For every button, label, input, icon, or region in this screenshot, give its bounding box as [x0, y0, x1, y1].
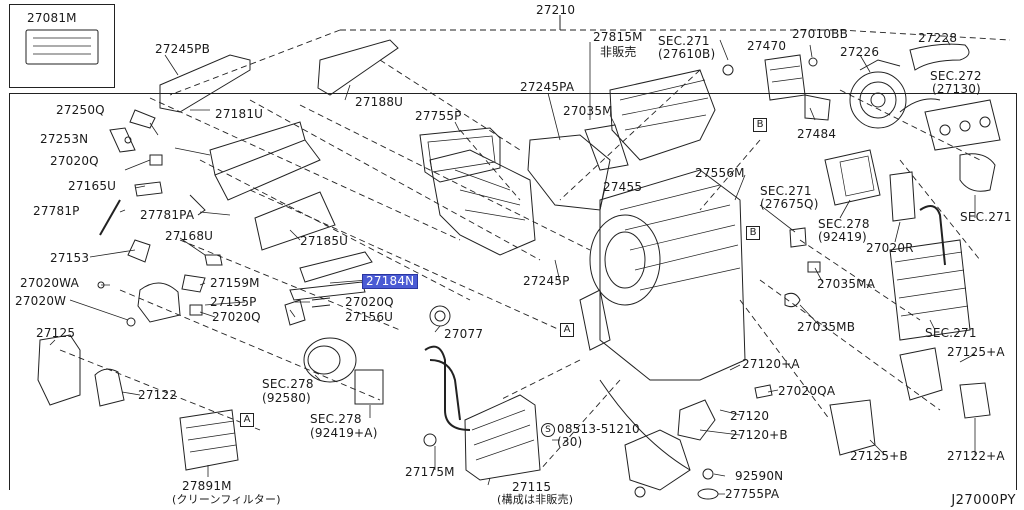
label-27165U: 27165U	[68, 179, 117, 193]
label-27125B: 27125+B	[850, 449, 908, 463]
label-sec271-27610b: SEC.271	[658, 34, 710, 48]
inset-box	[9, 4, 115, 88]
label-27020R: 27020R	[866, 241, 914, 255]
label-27020Q: 27020Q	[50, 154, 99, 168]
label-sec272-27130-sub: (27130)	[932, 82, 981, 96]
label-sec272-27130: SEC.272	[930, 69, 982, 83]
label-27891M: 27891M	[182, 479, 232, 493]
label-27228: 27228	[918, 31, 958, 45]
label-27185U: 27185U	[300, 234, 349, 248]
label-27245PA: 27245PA	[520, 80, 575, 94]
label-sec278-92580-sub: (92580)	[262, 391, 311, 405]
label-27815M: 27815M	[593, 30, 643, 44]
label-27020QA: 27020QA	[778, 384, 836, 398]
diagram-code: J27000PY	[951, 493, 1016, 508]
label-27115: 27115	[512, 480, 552, 494]
label-27210: 27210	[536, 3, 576, 17]
label-sec278-92580: SEC.278	[262, 377, 314, 391]
screw-symbol-s: S	[541, 423, 555, 437]
label-27035MA: 27035MA	[817, 277, 876, 291]
label-27122A: 27122+A	[947, 449, 1005, 463]
label-27020Q: 27020Q	[212, 310, 261, 324]
label-27181U: 27181U	[215, 107, 264, 121]
ref-marker-b: B	[753, 118, 767, 132]
label-27020W: 27020W	[15, 294, 67, 308]
label-27455: 27455	[603, 180, 643, 194]
label-27125: 27125	[36, 326, 76, 340]
label-sec271-27675q: SEC.271	[760, 184, 812, 198]
label-not-sold: 非販売	[600, 45, 637, 59]
label-27188U: 27188U	[355, 95, 404, 109]
label-sec271-evap: SEC.271	[925, 326, 977, 340]
label-27125A: 27125+A	[947, 345, 1005, 359]
label-27159M: 27159M	[210, 276, 260, 290]
label-27781PA: 27781PA	[140, 208, 195, 222]
ref-marker-a: A	[240, 413, 254, 427]
label-27081M: 27081M	[27, 11, 77, 25]
label-27153: 27153	[50, 251, 90, 265]
label-27556M: 27556M	[695, 166, 745, 180]
ref-marker-a: A	[560, 323, 574, 337]
label-27245PB: 27245PB	[155, 42, 211, 56]
label-27184N-highlighted[interactable]: 27184N	[362, 274, 419, 289]
label-08513-sub: (30)	[557, 435, 583, 449]
label-27035M: 27035M	[563, 104, 613, 118]
label-27077: 27077	[444, 327, 484, 341]
label-sec278-92419a-sub: (92419+A)	[310, 426, 378, 440]
label-27891M-sub: (クリーンフィルター)	[172, 493, 281, 506]
label-27120: 27120	[730, 409, 770, 423]
label-92590N: 92590N	[735, 469, 784, 483]
label-27781P: 27781P	[33, 204, 80, 218]
label-27755PA: 27755PA	[725, 487, 780, 501]
label-27010BB: 27010BB	[792, 27, 849, 41]
label-sec278-92419a: SEC.278	[310, 412, 362, 426]
label-27168U: 27168U	[165, 229, 214, 243]
label-27155P: 27155P	[210, 295, 257, 309]
label-27755P: 27755P	[415, 109, 462, 123]
label-27226: 27226	[840, 45, 880, 59]
label-27020Q: 27020Q	[345, 295, 394, 309]
label-27253N: 27253N	[40, 132, 89, 146]
label-sec271-right: SEC.271	[960, 210, 1012, 224]
assembly-frame	[9, 93, 1017, 490]
label-27122: 27122	[138, 388, 178, 402]
label-27250Q: 27250Q	[56, 103, 105, 117]
label-27175M: 27175M	[405, 465, 455, 479]
label-27484: 27484	[797, 127, 837, 141]
label-08513-51210: 08513-51210	[557, 422, 640, 436]
ref-marker-b: B	[746, 226, 760, 240]
label-sec278-92419: SEC.278	[818, 217, 870, 231]
label-27020WA: 27020WA	[20, 276, 79, 290]
label-sec271-27675q-sub: (27675Q)	[760, 197, 819, 211]
label-sec271-27610b-sub: (27610B)	[658, 47, 716, 61]
label-27115-sub: (構成は非販売)	[497, 493, 574, 506]
label-27120B: 27120+B	[730, 428, 788, 442]
label-27120A: 27120+A	[742, 357, 800, 371]
label-27035MB: 27035MB	[797, 320, 856, 334]
label-sec278-92419-sub: (92419)	[818, 230, 867, 244]
label-27470: 27470	[747, 39, 787, 53]
label-27156U: 27156U	[345, 310, 394, 324]
label-27245P: 27245P	[523, 274, 570, 288]
